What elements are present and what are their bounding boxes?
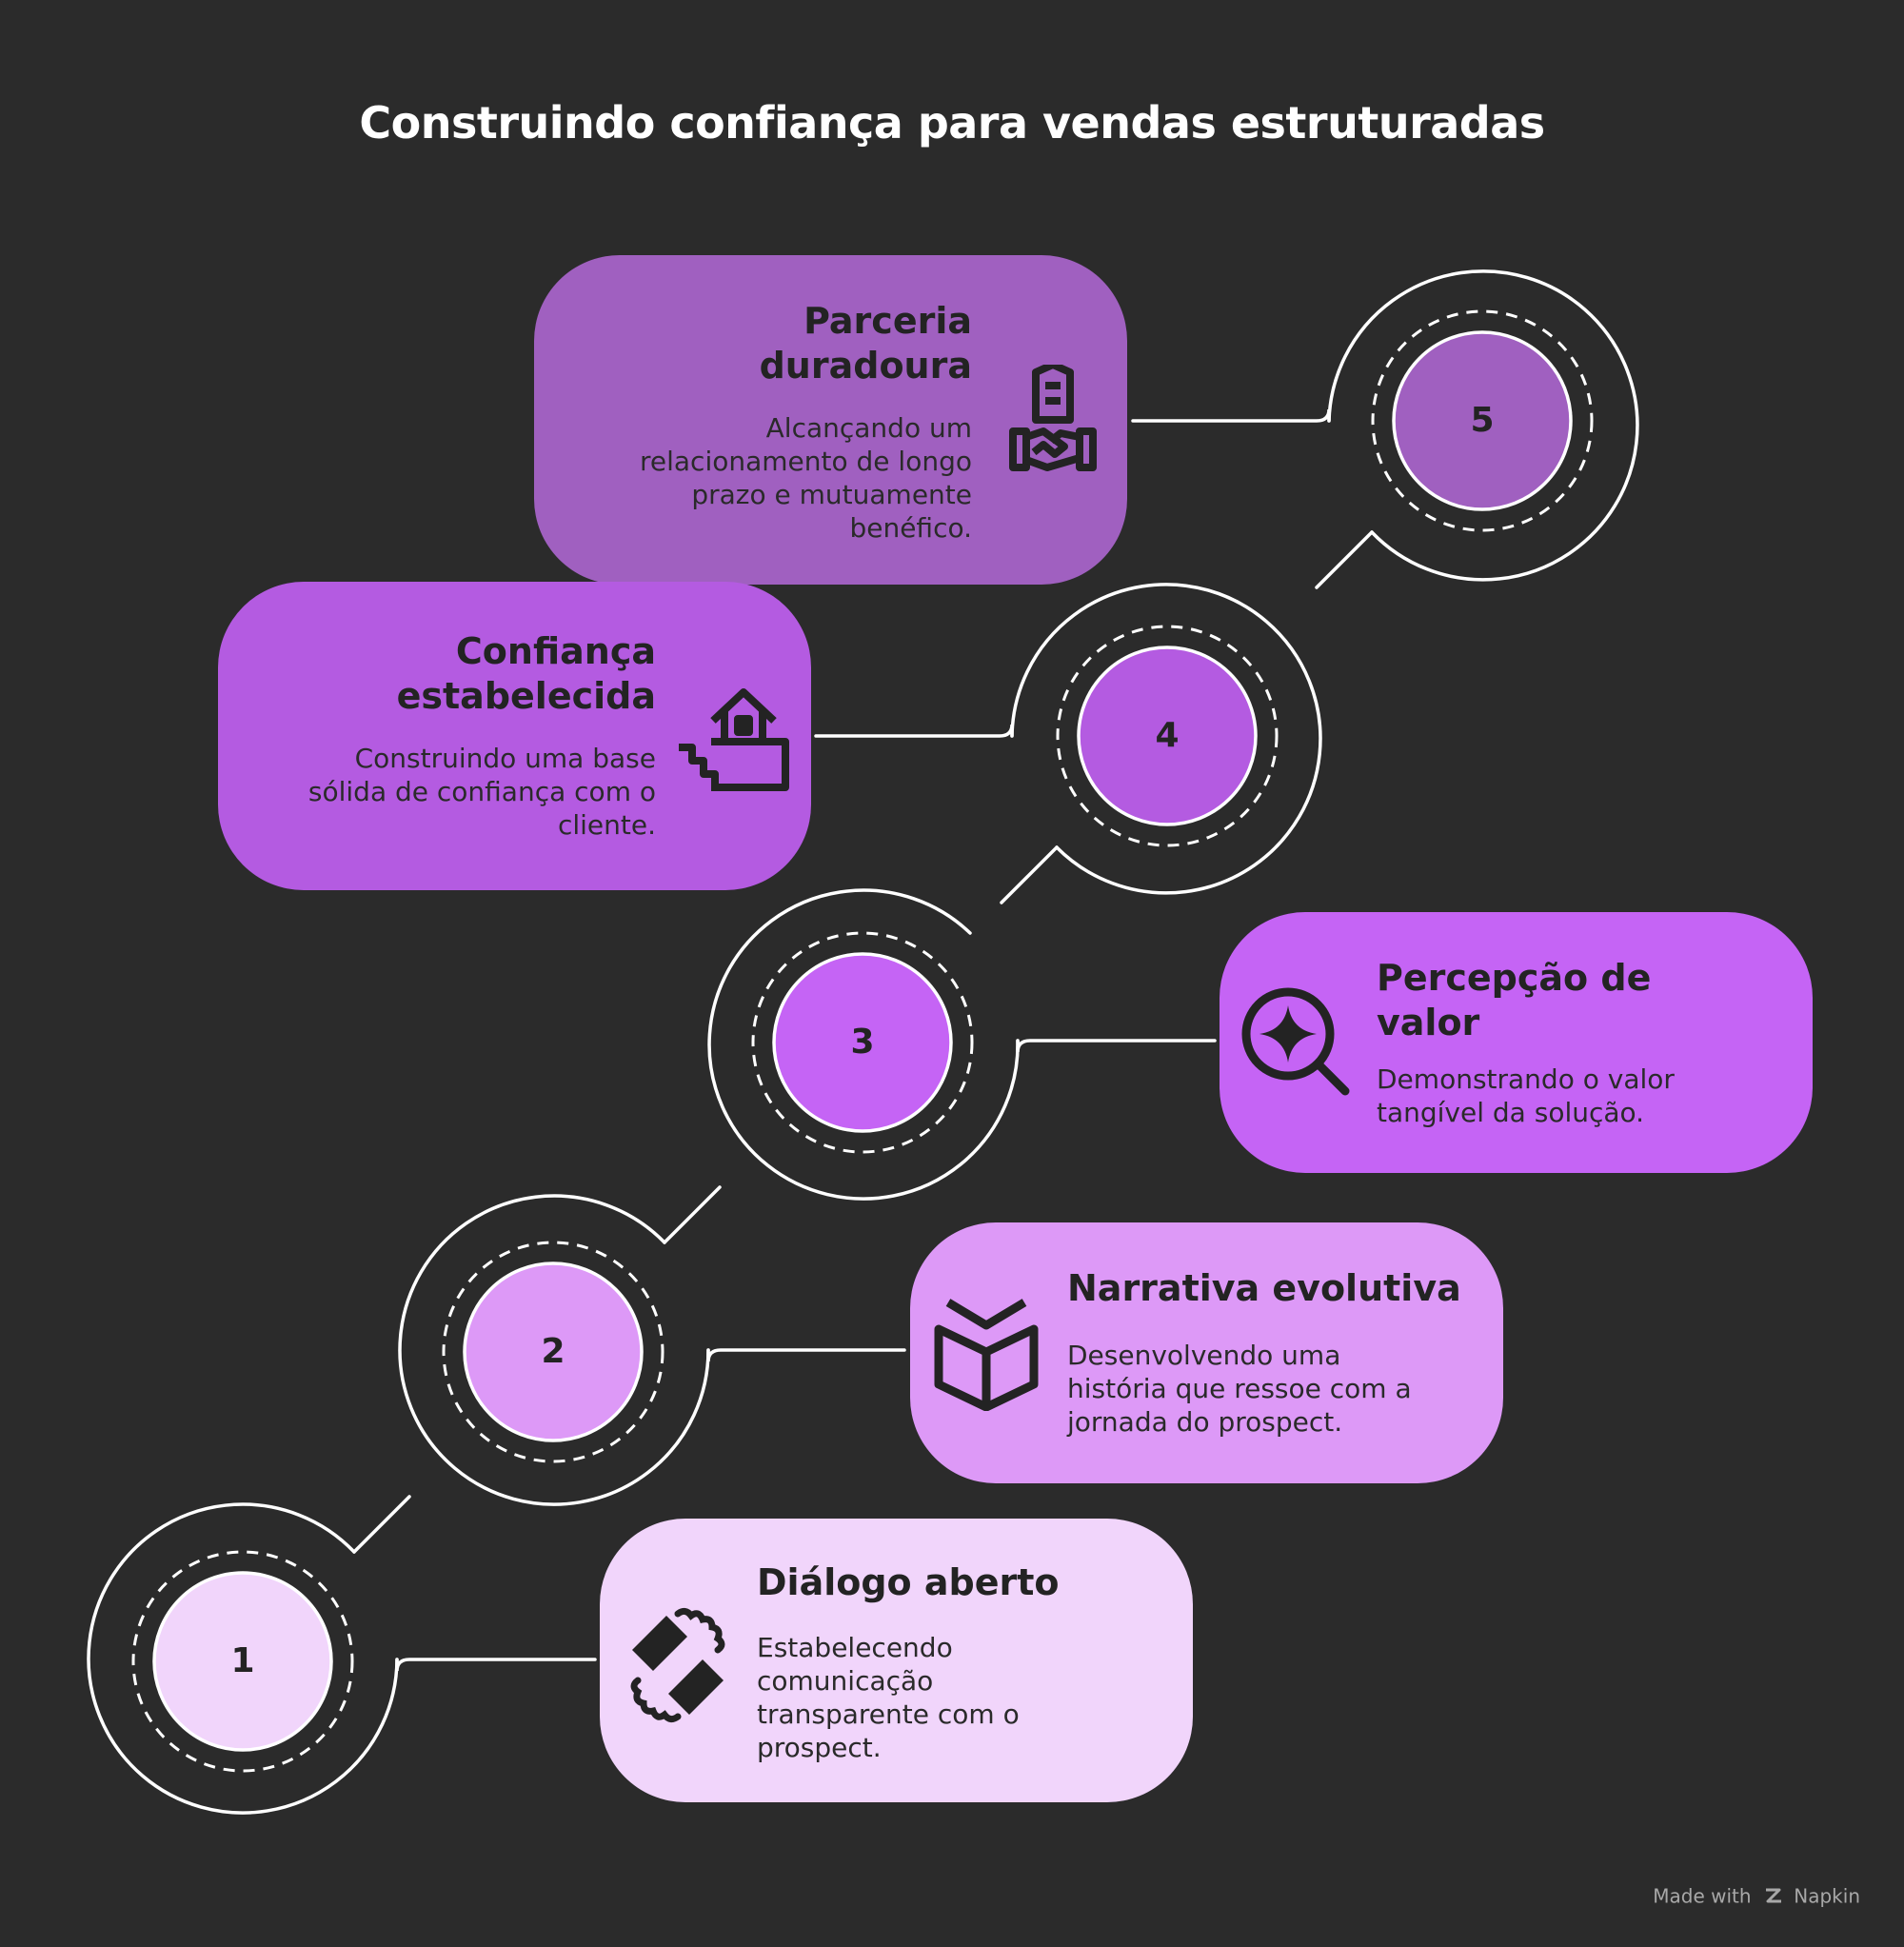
handshake-chat-icon [630, 1607, 725, 1723]
step-description-3: Demonstrando o valor tangível da solução… [1377, 1063, 1675, 1128]
step-heading-2: Narrativa evolutiva [1067, 1267, 1461, 1309]
ring-dashed-1 [131, 1550, 354, 1773]
ring-outer-4 [1010, 583, 1322, 895]
connector-3 [1016, 1039, 1217, 1053]
link-4-5 [1315, 530, 1374, 589]
ring-outer-2 [398, 1194, 710, 1506]
ring-dashed-3 [751, 931, 974, 1154]
link-3-4 [1000, 845, 1059, 904]
step-heading-4: Confiança estabelecida [396, 630, 656, 717]
step-card-2: Narrativa evolutiva Desenvolvendo uma hi… [910, 1222, 1503, 1483]
magnifier-sparkle-icon [1241, 987, 1350, 1096]
connector-5 [1131, 408, 1331, 423]
step-number-3: 3 [850, 1023, 875, 1062]
step-number-5: 5 [1470, 401, 1495, 440]
ring-dashed-4 [1056, 625, 1279, 847]
ring-outer-3 [707, 888, 1020, 1201]
made-with-napkin: Made with Napkin [1653, 1883, 1860, 1907]
step-description-5: Alcançando um relacionamento de longo pr… [640, 412, 972, 544]
handshake-building-icon [1009, 365, 1097, 471]
step-description-4: Construindo uma base sólida de confiança… [307, 743, 656, 841]
step-card-1: Diálogo aberto Estabelecendo comunicação… [600, 1519, 1193, 1802]
step-heading-5: Parceria duradoura [759, 300, 972, 387]
step-number-4: 4 [1155, 716, 1180, 755]
napkin-logo-icon [1765, 1888, 1781, 1903]
connector-1 [395, 1658, 597, 1672]
ring-dashed-5 [1371, 309, 1594, 532]
step-circle-3 [772, 952, 953, 1133]
ring-outer-1 [87, 1502, 399, 1815]
step-number-2: 2 [541, 1332, 565, 1371]
connector-2 [706, 1348, 906, 1362]
step-circle-5 [1392, 330, 1573, 511]
step-description-2: Desenvolvendo uma história que ressoe co… [1067, 1340, 1412, 1438]
link-2-3 [663, 1185, 722, 1244]
step-circle-1 [152, 1571, 333, 1752]
made-with-label: Made with [1653, 1884, 1752, 1907]
link-1-2 [352, 1495, 411, 1554]
step-description-1: Estabelecendo comunicação transparente c… [757, 1632, 1020, 1763]
step-card-4: Confiança estabelecida Construindo uma b… [218, 582, 811, 890]
connector-4 [814, 724, 1014, 738]
ring-outer-5 [1327, 269, 1639, 582]
step-circle-2 [463, 1262, 644, 1442]
step-circle-4 [1077, 646, 1258, 826]
house-on-stairs-icon [679, 688, 789, 791]
step-card-5: Parceria duradoura Alcançando um relacio… [534, 255, 1127, 585]
page-title: Construindo confiança para vendas estrut… [359, 97, 1545, 149]
open-book-icon [934, 1299, 1039, 1411]
step-heading-3: Percepção de valor [1377, 957, 1652, 1043]
step-heading-1: Diálogo aberto [757, 1561, 1060, 1603]
napkin-brand: Napkin [1794, 1884, 1860, 1907]
step-number-1: 1 [230, 1641, 255, 1680]
step-card-3: Percepção de valor Demonstrando o valor … [1220, 912, 1813, 1173]
ring-dashed-2 [442, 1241, 664, 1463]
